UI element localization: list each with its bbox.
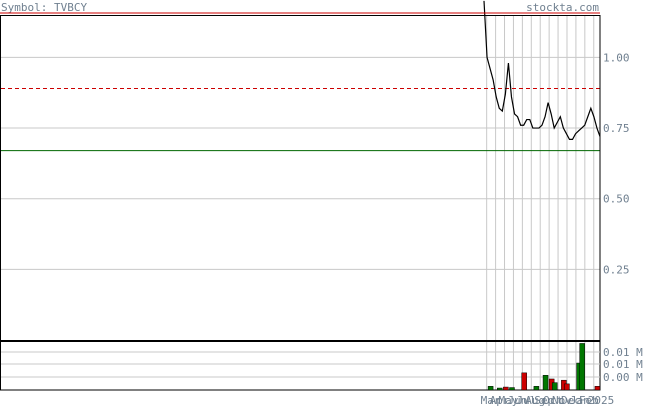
volume-panel: 0.01 M0.01 M0.00 MMarAprMayJunJulAugSepO… [0,341,643,406]
price-tick-label: 0.25 [603,263,630,276]
volume-bar [487,386,494,391]
x-tick-label: Jan [570,394,590,406]
volume-tick-label: 0.01 M [603,358,643,371]
volume-bar [503,386,509,391]
x-tick-label: Apr [490,394,510,406]
symbol-label: Symbol: TVBCY [1,1,87,14]
price-tick-label: 0.50 [603,193,630,206]
volume-bar [594,386,601,391]
volume-bar [497,387,503,391]
volume-tick-label: 0.00 M [603,371,643,384]
volume-bar [564,383,570,391]
volume-bar [542,375,549,391]
volume-bar [579,343,585,391]
price-panel: 1.00 0.75 0.50 0.25 [0,0,630,390]
price-tick-label: 0.75 [603,122,630,135]
brand-label: stockta.com [526,1,599,14]
price-panel-border [0,15,601,341]
x-tick-label: Sep [534,394,554,406]
volume-panel-border [0,341,601,391]
x-tick-label: Jul [516,394,536,406]
price-tick-label: 1.00 [603,51,630,64]
volume-bar [551,382,558,391]
x-tick-label: Oct [543,394,563,406]
volume-tick-label: 0.01 M [603,346,643,359]
x-tick-label: 2025 [588,394,615,406]
x-tick-label: Dec [561,394,581,406]
x-tick-label: Nov [552,394,572,406]
x-tick-label: Jun [507,394,527,406]
volume-bar [509,387,515,391]
x-tick-label: May [499,394,519,406]
volume-bar [533,386,540,391]
x-tick-label: Feb [579,394,599,406]
price-series-line [483,0,601,140]
volume-bar [521,372,527,391]
x-tick-label: Mar [481,394,501,406]
x-tick-label: Aug [525,394,545,406]
